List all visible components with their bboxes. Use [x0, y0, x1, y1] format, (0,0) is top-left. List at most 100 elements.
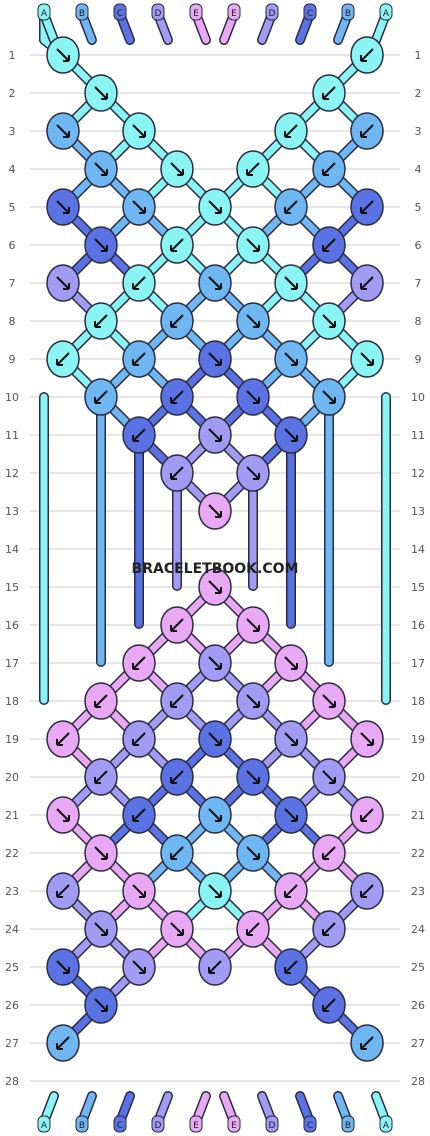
- arrow-head-icon: [101, 169, 108, 176]
- string-tag-letter: C: [307, 1121, 313, 1131]
- arrow-head-icon: [177, 929, 184, 936]
- row-label-right: 5: [415, 201, 422, 214]
- arrow-head-icon: [284, 967, 291, 974]
- arrow-head-icon: [291, 359, 298, 366]
- arrow-down-left-icon: [94, 314, 108, 328]
- knot: [46, 720, 80, 758]
- string-tag-letter: D: [269, 9, 276, 19]
- arrow-head-icon: [63, 815, 70, 822]
- arrow-down-left-icon: [170, 694, 184, 708]
- knot: [122, 796, 156, 834]
- arrow-head-icon: [367, 739, 374, 746]
- arrow-down-left-icon: [170, 846, 184, 860]
- arrow-down-right-icon: [246, 770, 260, 784]
- arrow-head-icon: [101, 245, 108, 252]
- arrow-head-icon: [215, 435, 222, 442]
- knot: [122, 264, 156, 302]
- string-tag-body: [189, 1115, 203, 1133]
- knot: [160, 378, 194, 416]
- string-tag-body: [151, 3, 165, 21]
- knot: [236, 910, 270, 948]
- arrow-head-icon: [215, 739, 222, 746]
- row-label-right: 4: [415, 163, 422, 176]
- arrow-down-right-icon: [284, 732, 298, 746]
- arrow-head-icon: [215, 891, 222, 898]
- string-tag-body: [265, 3, 279, 21]
- arrow-down-right-icon: [284, 656, 298, 670]
- arrow-down-right-icon: [360, 732, 374, 746]
- arrow-down-left-icon: [322, 998, 336, 1012]
- knot: [274, 644, 308, 682]
- row-label-right: 15: [411, 581, 425, 594]
- knot: [198, 568, 232, 606]
- arrow-down-right-icon: [208, 200, 222, 214]
- string-tag-letter: D: [155, 1121, 162, 1131]
- arrow-head-icon: [329, 777, 336, 784]
- arrow-down-left-icon: [132, 732, 146, 746]
- arrow-down-right-icon: [132, 200, 146, 214]
- knots: [46, 36, 384, 1062]
- arrow-down-right-icon: [322, 770, 336, 784]
- string-tag-top: D: [151, 3, 165, 21]
- knot: [122, 188, 156, 226]
- arrow-head-icon: [208, 967, 215, 974]
- knot: [312, 758, 346, 796]
- arrow-down-right-icon: [56, 48, 70, 62]
- arrow-head-icon: [170, 473, 177, 480]
- arrow-head-icon: [253, 853, 260, 860]
- knot: [236, 454, 270, 492]
- arrow-down-left-icon: [132, 352, 146, 366]
- arrow-head-icon: [170, 321, 177, 328]
- knot: [46, 948, 80, 986]
- row-label-left: 26: [5, 999, 19, 1012]
- arrow-head-icon: [63, 55, 70, 62]
- arrow-down-left-icon: [322, 162, 336, 176]
- string-tag-letter: A: [383, 9, 390, 19]
- arrow-head-icon: [284, 207, 291, 214]
- arrow-down-right-icon: [94, 162, 108, 176]
- row-label-right: 25: [411, 961, 425, 974]
- knot: [198, 416, 232, 454]
- arrow-down-right-icon: [132, 124, 146, 138]
- arrow-head-icon: [170, 701, 177, 708]
- arrow-head-icon: [132, 435, 139, 442]
- knot: [236, 834, 270, 872]
- row-label-left: 23: [5, 885, 19, 898]
- arrow-head-icon: [360, 283, 367, 290]
- knot: [274, 796, 308, 834]
- arrow-head-icon: [94, 777, 101, 784]
- string-tag-body: [151, 1115, 165, 1133]
- arrow-down-right-icon: [208, 352, 222, 366]
- arrow-down-left-icon: [360, 1036, 374, 1050]
- arrow-head-icon: [215, 511, 222, 518]
- arrow-down-right-icon: [132, 960, 146, 974]
- knot: [274, 948, 308, 986]
- knot: [236, 226, 270, 264]
- arrow-head-icon: [170, 245, 177, 252]
- knot: [312, 302, 346, 340]
- knot: [350, 264, 384, 302]
- arrow-down-left-icon: [284, 884, 298, 898]
- knot: [122, 720, 156, 758]
- arrow-down-left-icon: [170, 238, 184, 252]
- arrow-head-icon: [253, 245, 260, 252]
- arrow-down-left-icon: [56, 1036, 70, 1050]
- arrow-down-left-icon: [360, 200, 374, 214]
- row-label-left: 25: [5, 961, 19, 974]
- arrow-head-icon: [94, 397, 101, 404]
- arrow-down-left-icon: [360, 276, 374, 290]
- arrow-down-right-icon: [94, 998, 108, 1012]
- knot: [84, 682, 118, 720]
- string-tag-body: [37, 1115, 51, 1133]
- string-tag-letter: E: [231, 1121, 237, 1131]
- arrow-head-icon: [94, 701, 101, 708]
- string-tag-top: B: [341, 3, 355, 21]
- knot: [350, 796, 384, 834]
- row-label-left: 21: [5, 809, 19, 822]
- arrow-head-icon: [253, 777, 260, 784]
- arrow-down-right-icon: [56, 200, 70, 214]
- arrow-down-left-icon: [56, 352, 70, 366]
- arrow-head-icon: [56, 891, 63, 898]
- arrow-down-right-icon: [246, 694, 260, 708]
- arrow-head-icon: [139, 967, 146, 974]
